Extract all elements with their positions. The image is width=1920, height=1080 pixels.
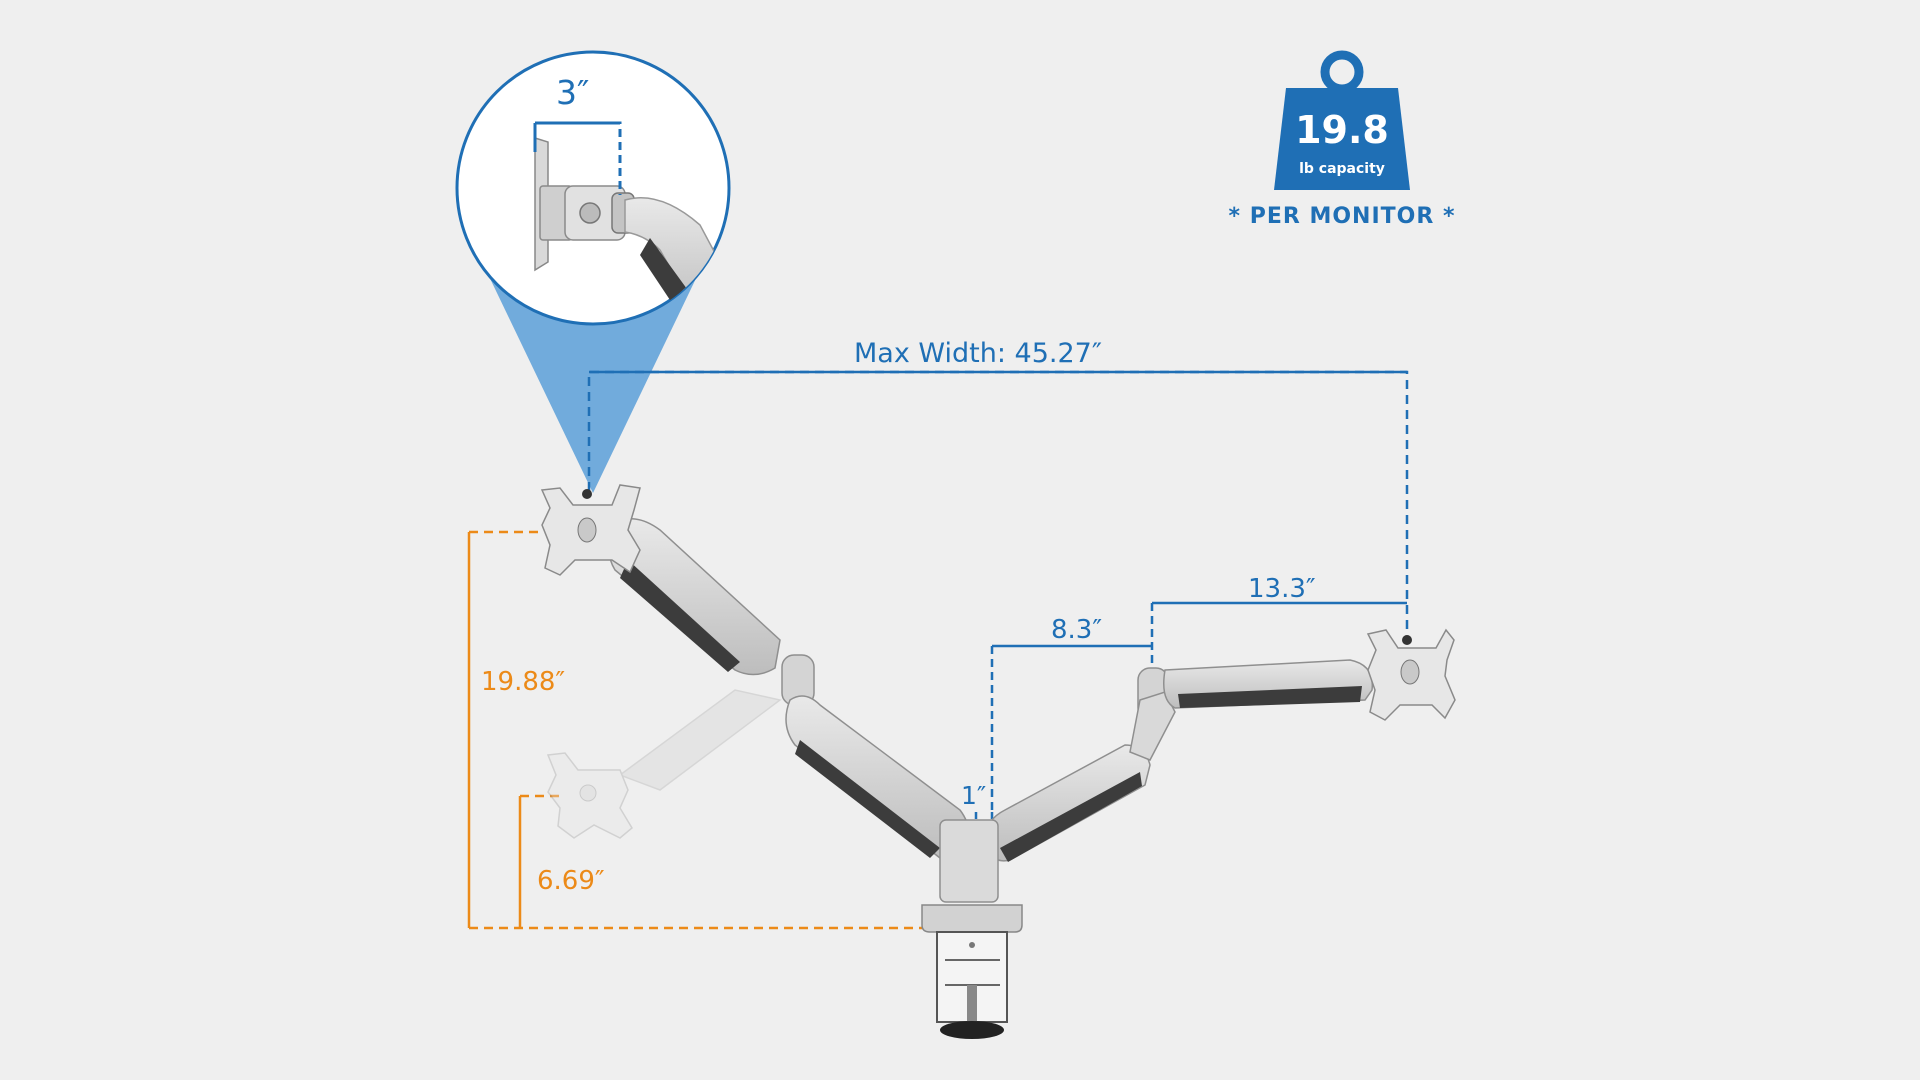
height-min-label: 6.69″ [537, 866, 605, 896]
inner-arm-label: 8.3″ [1051, 615, 1103, 645]
desk-clamp [921, 819, 1023, 1039]
max-width-dimension [587, 370, 1409, 634]
per-monitor-note: * PER MONITOR * [1228, 204, 1456, 229]
zoom-offset-label: 3″ [556, 73, 590, 112]
weight-capacity-value: 19.8 [1295, 108, 1389, 152]
height-min-dimension [518, 794, 560, 928]
left-monitor-arm [608, 518, 970, 859]
height-max-dimension [467, 530, 925, 930]
max-width-label: Max Width: 45.27″ [854, 338, 1102, 369]
left-vesa-plate [540, 484, 641, 576]
zoom-detail [455, 50, 731, 326]
right-vesa-plate [1366, 628, 1456, 721]
weight-icon [1274, 50, 1410, 190]
zoom-beam [485, 268, 701, 493]
height-max-label: 19.88″ [481, 667, 566, 697]
lowered-arm-ghost [546, 689, 782, 839]
weight-capacity-unit: lb capacity [1299, 161, 1385, 177]
pole-offset-label: 1″ [961, 781, 987, 810]
outer-arm-dimension [1150, 601, 1407, 667]
outer-arm-label: 13.3″ [1248, 574, 1316, 604]
inner-arm-dimension [990, 644, 1152, 812]
right-monitor-arm [984, 659, 1374, 862]
